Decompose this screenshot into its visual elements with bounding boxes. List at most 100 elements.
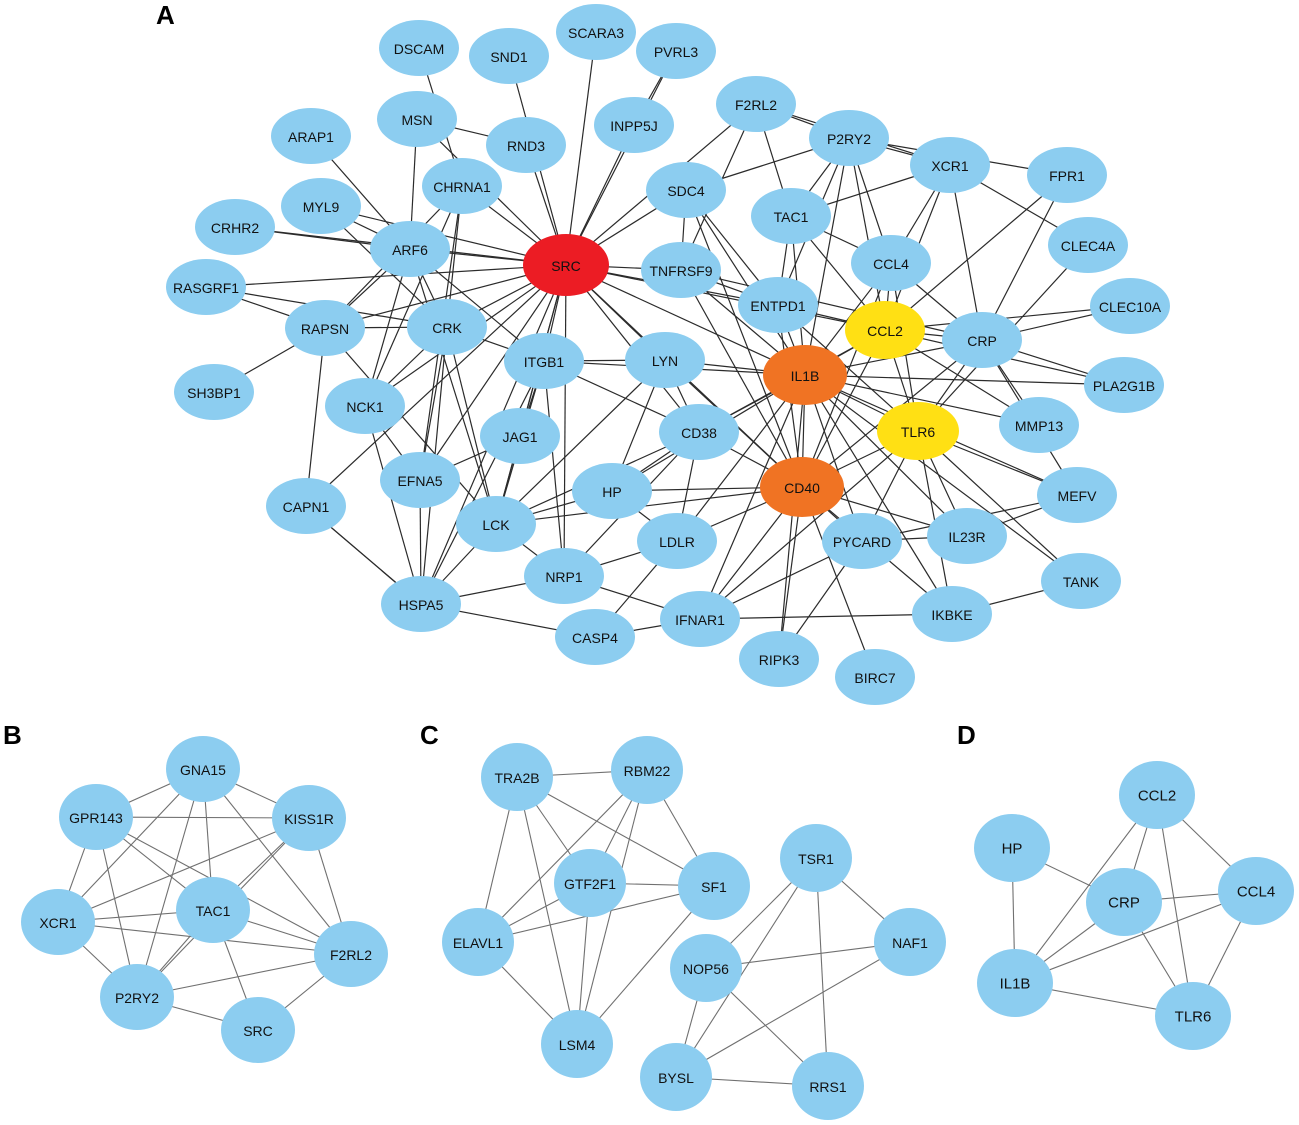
- edge-tsr1-bysl: [675, 857, 817, 1078]
- node-label: CCL4: [873, 256, 909, 272]
- node-label: SH3BP1: [187, 385, 241, 401]
- node-shape: [166, 736, 240, 802]
- node-hp: HP: [572, 463, 652, 519]
- node-il1b: IL1B: [763, 345, 847, 405]
- node-label: TANK: [1063, 574, 1100, 590]
- edge-il23r-il1b: [804, 374, 968, 537]
- node-shape: [670, 934, 742, 1002]
- edge-src-capn1: [305, 264, 567, 507]
- node-rbm22: RBM22: [611, 736, 683, 804]
- node-label: P2RY2: [827, 131, 871, 147]
- node-label: RBM22: [624, 763, 671, 779]
- node-shape: [1041, 553, 1121, 609]
- node-itgb1: ITGB1: [504, 333, 584, 389]
- node-src: SRC: [221, 997, 295, 1063]
- node-shape: [480, 408, 560, 464]
- edge-kiss1r-xcr1: [57, 817, 310, 923]
- node-lsm4: LSM4: [541, 1010, 613, 1078]
- node-label: LSM4: [559, 1037, 596, 1053]
- node-shape: [1090, 278, 1170, 334]
- node-shape: [845, 301, 925, 359]
- node-label: NCK1: [346, 399, 384, 415]
- node-shape: [272, 785, 346, 851]
- node-label: CHRNA1: [433, 179, 491, 195]
- node-clec4a: CLEC4A: [1048, 217, 1128, 273]
- node-crp: CRP: [942, 312, 1022, 368]
- node-label: RIPK3: [759, 652, 800, 668]
- panel-letter-c: C: [420, 720, 439, 750]
- edge-xcr1-crp: [949, 164, 983, 341]
- node-p2ry2: P2RY2: [100, 964, 174, 1030]
- node-shape: [716, 76, 796, 132]
- node-shape: [377, 91, 457, 147]
- node-shape: [442, 908, 514, 976]
- node-label: ELAVL1: [453, 935, 504, 951]
- node-label: SCARA3: [568, 25, 624, 41]
- node-shape: [370, 221, 450, 277]
- node-nop56: NOP56: [670, 934, 742, 1002]
- node-label: CLEC4A: [1061, 238, 1116, 254]
- node-lyn: LYN: [625, 332, 705, 388]
- node-label: GNA15: [180, 762, 226, 778]
- node-shape: [271, 108, 351, 164]
- node-hp: HP: [974, 814, 1050, 882]
- node-shape: [594, 97, 674, 153]
- panel-letter-d: D: [957, 720, 976, 750]
- edge-rapsn-lck: [324, 327, 497, 525]
- edge-sdc4-cd40: [685, 189, 803, 488]
- node-label: CASP4: [572, 630, 618, 646]
- node-pla2g1b: PLA2G1B: [1084, 357, 1164, 413]
- node-shape: [481, 743, 553, 811]
- node-shape: [554, 849, 626, 917]
- edge-p2ry2-il1b: [804, 137, 850, 376]
- node-shape: [281, 178, 361, 234]
- node-label: TAC1: [774, 209, 809, 225]
- node-label: RND3: [507, 138, 545, 154]
- node-gpr143: GPR143: [59, 784, 133, 850]
- node-myl9: MYL9: [281, 178, 361, 234]
- node-shape: [266, 478, 346, 534]
- edge-ccl2-il1b: [1014, 794, 1158, 984]
- node-f2rl2: F2RL2: [314, 921, 388, 987]
- node-tank: TANK: [1041, 553, 1121, 609]
- node-label: F2RL2: [330, 947, 372, 963]
- node-label: NRP1: [545, 569, 583, 585]
- node-tac1: TAC1: [176, 877, 250, 943]
- node-label: P2RY2: [115, 990, 159, 1006]
- edge-src-ccl2: [565, 264, 886, 331]
- node-shape: [611, 736, 683, 804]
- node-label: SND1: [490, 49, 528, 65]
- node-shape: [763, 345, 847, 405]
- node-shape: [325, 378, 405, 434]
- node-shape: [166, 259, 246, 315]
- node-label: IFNAR1: [675, 612, 725, 628]
- node-label: HP: [602, 484, 621, 500]
- node-xcr1: XCR1: [910, 137, 990, 193]
- edge-ifnar1-tlr6: [699, 430, 919, 620]
- node-label: IL1B: [1000, 976, 1031, 993]
- node-naf1: NAF1: [874, 908, 946, 976]
- edge-arf6-lck: [409, 248, 497, 525]
- node-shape: [422, 158, 502, 214]
- edge-clec10a-ccl2: [884, 305, 1131, 331]
- node-rasgrf1: RASGRF1: [166, 259, 246, 315]
- node-label: EFNA5: [397, 473, 442, 489]
- edge-ccl4-il1b: [1014, 890, 1257, 984]
- node-shape: [636, 23, 716, 79]
- node-shape: [407, 299, 487, 355]
- node-casp4: CASP4: [555, 609, 635, 665]
- node-shape: [822, 513, 902, 569]
- node-f2rl2: F2RL2: [716, 76, 796, 132]
- node-label: MEFV: [1058, 488, 1098, 504]
- edge-naf1-bysl: [675, 941, 911, 1078]
- node-label: JAG1: [502, 429, 537, 445]
- node-tnfrsf9: TNFRSF9: [641, 242, 721, 298]
- node-label: CRHR2: [211, 220, 259, 236]
- node-crk: CRK: [407, 299, 487, 355]
- node-fpr1: FPR1: [1027, 147, 1107, 203]
- node-rrs1: RRS1: [792, 1052, 864, 1120]
- node-label: IL1B: [791, 368, 820, 384]
- edge-fpr1-crp: [981, 174, 1068, 341]
